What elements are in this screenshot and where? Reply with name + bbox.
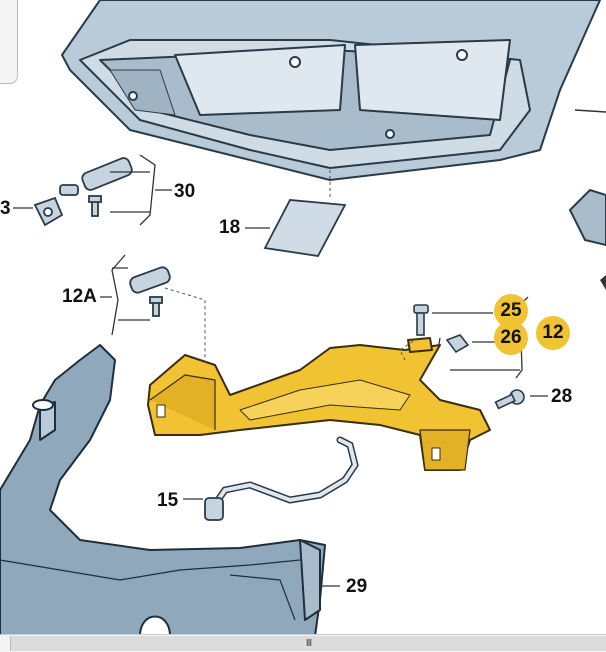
nut-part-26 xyxy=(445,334,470,354)
callout-29[interactable]: 29 xyxy=(346,576,368,597)
callout-26[interactable]: 26 xyxy=(494,321,528,355)
callout-18[interactable]: 18 xyxy=(219,217,241,238)
horizontal-scrollbar[interactable]: III xyxy=(0,634,606,652)
side-panel-tab[interactable] xyxy=(0,0,18,84)
callout-15[interactable]: 15 xyxy=(157,490,179,511)
callout-12[interactable]: 12 xyxy=(536,316,570,350)
bolt-part-28 xyxy=(494,389,525,410)
scrollbar-thumb[interactable]: III xyxy=(10,636,606,651)
headlight-bracket-part-12 xyxy=(147,337,491,471)
callout-28[interactable]: 28 xyxy=(551,386,573,407)
headlight-assembly xyxy=(61,0,601,181)
scrollbar-grip-icon: III xyxy=(305,638,312,649)
side-bracket-part xyxy=(568,188,606,247)
adjuster-part-30 xyxy=(33,157,133,227)
cover-part-18 xyxy=(263,199,347,257)
callout-3[interactable]: 3 xyxy=(0,198,11,219)
support-panel-part-29 xyxy=(0,344,326,636)
bolt-part-25 xyxy=(413,304,429,336)
hose-part-15 xyxy=(214,436,359,504)
callout-30[interactable]: 30 xyxy=(174,181,196,202)
callout-12A[interactable]: 12A xyxy=(62,286,97,307)
parts-diagram xyxy=(0,0,606,636)
sensor-part-12A xyxy=(129,266,171,317)
